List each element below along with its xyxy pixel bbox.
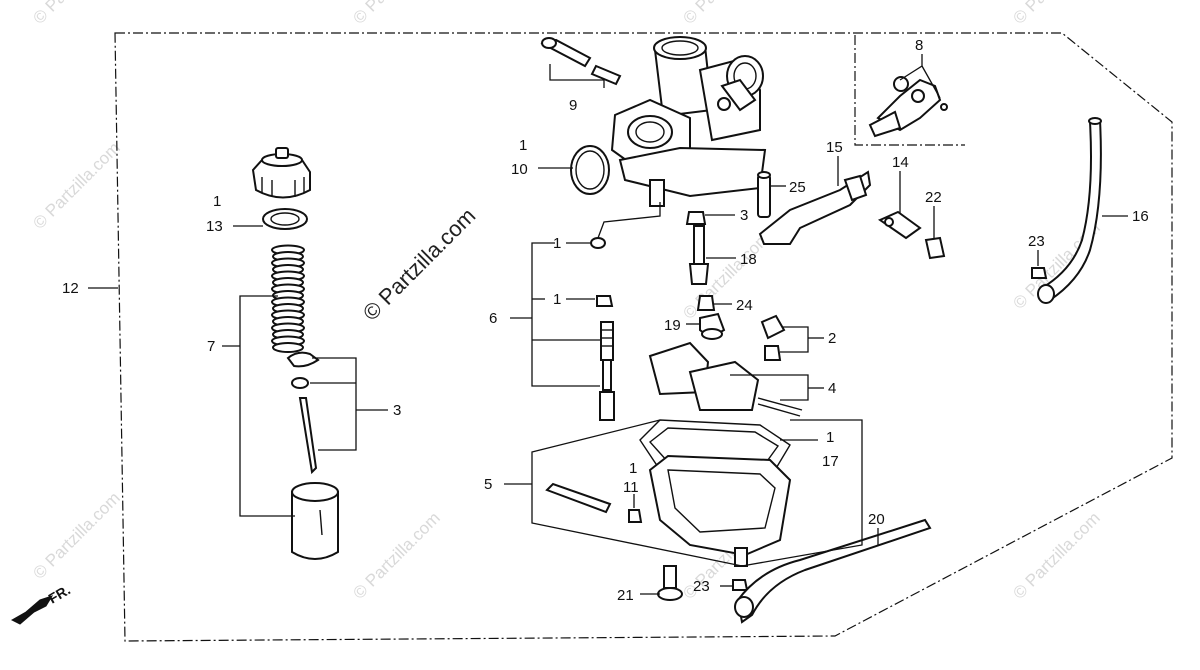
clip-23-lower — [732, 579, 749, 591]
float-chamber — [648, 454, 792, 567]
callout-20: 20 — [868, 511, 885, 528]
float-valve-19 — [699, 312, 726, 340]
callout-1: 1 — [553, 291, 561, 308]
callout-3: 3 — [740, 207, 748, 224]
main-jet-24 — [696, 295, 716, 311]
callout-10: 10 — [511, 161, 528, 178]
slow-jet-6 — [599, 321, 615, 421]
drain-screw-5 — [545, 482, 612, 514]
watermark: © Partzilla.com — [349, 508, 443, 602]
watermark: © Partzilla.com — [29, 0, 123, 28]
choke-rod-14 — [877, 210, 922, 240]
fuel-valve-25 — [757, 171, 771, 218]
watermark-main: © Partzilla.com — [358, 203, 481, 326]
small-washer — [590, 237, 606, 249]
callout-5: 5 — [484, 476, 492, 493]
needle-clip — [286, 351, 320, 389]
float — [648, 341, 803, 417]
callout-23: 23 — [1028, 233, 1045, 250]
callout-18: 18 — [740, 251, 757, 268]
watermark-layer: © Partzilla.com © Partzilla.com © Partzi… — [29, 0, 1103, 603]
jet-needle — [298, 397, 318, 475]
cap-gasket — [262, 208, 308, 230]
callout-6: 6 — [489, 310, 497, 327]
clip-23-upper — [1031, 267, 1048, 279]
direction-label: FR. — [46, 581, 74, 606]
callout-8: 8 — [915, 37, 923, 54]
callout-25: 25 — [789, 179, 806, 196]
small-washer-11 — [628, 509, 643, 523]
washer-3-upper — [685, 211, 707, 225]
callout-15: 15 — [826, 139, 843, 156]
callout-16: 16 — [1132, 208, 1149, 225]
choke-plate — [758, 170, 872, 245]
pilot-screw — [540, 37, 622, 86]
callout-19: 19 — [664, 317, 681, 334]
assembly-frame — [114, 32, 1173, 642]
callout-2: 2 — [828, 330, 836, 347]
choke-lever-assembly — [868, 76, 948, 138]
carburetor-body — [610, 36, 767, 207]
callout-1: 1 — [519, 137, 527, 154]
screw-21 — [657, 565, 683, 601]
watermark: © Partzilla.com — [1009, 508, 1103, 602]
callout-23: 23 — [693, 578, 710, 595]
callout-13: 13 — [206, 218, 223, 235]
inset-frame — [854, 35, 965, 146]
drain-tube-20 — [736, 518, 932, 624]
callout-9: 9 — [569, 97, 577, 114]
spring-coil — [272, 342, 304, 353]
callout-17: 17 — [822, 453, 839, 470]
callout-14: 14 — [892, 154, 909, 171]
callout-7: 7 — [207, 338, 215, 355]
front-direction-arrow: FR. — [10, 581, 74, 625]
callout-11: 11 — [623, 479, 639, 496]
callout-3: 3 — [393, 402, 401, 419]
callout-21: 21 — [617, 587, 634, 604]
screw-22 — [924, 236, 946, 260]
small-jet — [596, 295, 614, 307]
callout-4: 4 — [828, 380, 836, 397]
watermark: © Partzilla.com — [29, 138, 123, 232]
throttle-slide — [291, 482, 339, 560]
callout-24: 24 — [736, 297, 753, 314]
watermark: © Partzilla.com — [29, 488, 123, 582]
callout-labels: 1 10 9 8 15 14 22 16 23 25 3 1 18 1 24 6… — [62, 37, 1149, 604]
needle-jet-18 — [688, 225, 710, 285]
watermark: © Partzilla.com — [349, 0, 443, 28]
callout-12: 12 — [62, 280, 79, 297]
callout-1: 1 — [553, 235, 561, 252]
callout-1: 1 — [826, 429, 834, 446]
leader-lines — [88, 54, 1128, 595]
throttle-spring — [271, 244, 305, 353]
callout-22: 22 — [925, 189, 942, 206]
float-needle-2 — [760, 314, 786, 361]
body-o-ring — [570, 145, 610, 195]
callout-1: 1 — [213, 193, 221, 210]
watermark: © Partzilla.com — [1009, 0, 1103, 28]
watermark: © Partzilla.com — [679, 0, 773, 28]
top-cap — [251, 147, 311, 199]
callout-1: 1 — [629, 460, 637, 477]
